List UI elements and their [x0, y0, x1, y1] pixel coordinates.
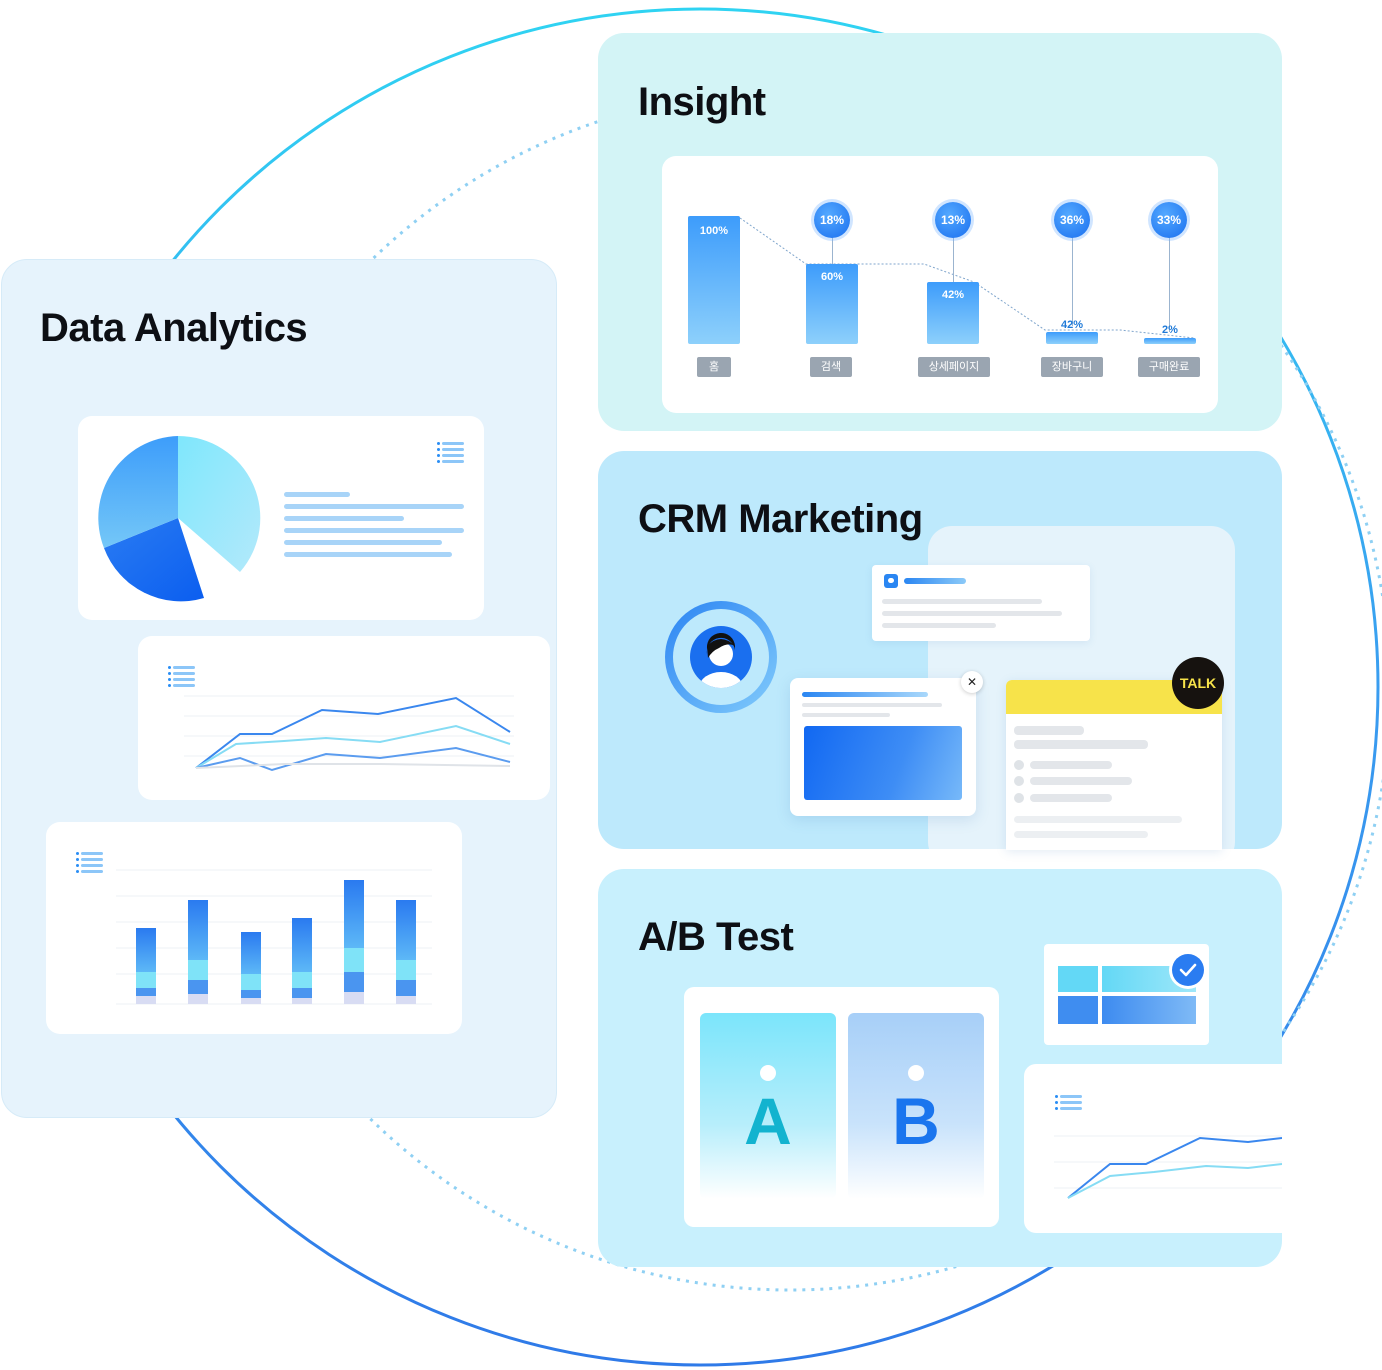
funnel-step-label: 상세페이지 — [918, 357, 990, 377]
variant-a-box[interactable]: A — [700, 1013, 836, 1199]
funnel-bar-value: 60% — [820, 271, 844, 283]
user-icon — [690, 626, 752, 688]
bar-1 — [136, 928, 156, 1004]
text-placeholder — [284, 504, 464, 509]
list-bullet — [1014, 776, 1024, 786]
text-placeholder — [284, 540, 442, 545]
text-placeholder — [882, 599, 1042, 604]
text-placeholder — [1014, 816, 1182, 823]
pie-slice-3 — [98, 436, 178, 548]
text-placeholder — [1030, 777, 1132, 785]
bar-2 — [188, 900, 208, 1004]
funnel-bar-detail — [927, 282, 979, 344]
pie-chart-card — [78, 416, 484, 620]
crm-title: CRM Marketing — [638, 497, 923, 541]
text-placeholder — [802, 692, 928, 697]
line-series-2 — [195, 724, 511, 769]
line-series-2 — [1067, 1163, 1282, 1199]
variant-a-label: A — [744, 1084, 792, 1158]
text-placeholder — [284, 528, 464, 533]
bar-3 — [241, 932, 261, 1004]
funnel-bar-value: 42% — [1060, 319, 1084, 331]
insight-title: Insight — [638, 80, 766, 124]
text-placeholder — [802, 703, 942, 707]
list-bullet — [1014, 793, 1024, 803]
ab-line-chart — [1054, 1135, 1282, 1199]
ab-variants-card: A B — [684, 987, 999, 1227]
ab-test-title: A/B Test — [638, 915, 794, 959]
data-analytics-title: Data Analytics — [40, 306, 308, 350]
check-icon — [1172, 954, 1204, 986]
funnel-conversion-badge: 33% — [1151, 202, 1187, 238]
talk-badge: TALK — [1172, 657, 1224, 709]
talk-message-card — [1006, 680, 1222, 850]
list-bullet — [1014, 760, 1024, 770]
target-icon — [649, 585, 793, 729]
funnel-bar-value: 2% — [1162, 324, 1178, 336]
funnel-step-label: 구매완료 — [1138, 357, 1200, 377]
line-series-4 — [195, 763, 511, 769]
line-series-1 — [1067, 1136, 1282, 1199]
text-placeholder — [284, 552, 452, 557]
bar-5 — [344, 880, 364, 1004]
funnel-chart-card: 100% 홈 18% 60% 검색 13% 42% 상세페이지 36% 42% … — [662, 156, 1218, 413]
funnel-step-label: 홈 — [697, 357, 731, 377]
text-placeholder — [802, 713, 890, 717]
notification-card — [872, 565, 1090, 641]
text-placeholder — [904, 578, 966, 584]
funnel-bar-value: 42% — [941, 289, 965, 301]
text-placeholder — [1014, 726, 1084, 735]
popup-banner-card — [790, 678, 976, 816]
funnel-bar-home — [688, 216, 740, 344]
funnel-bar-cart — [1046, 332, 1098, 344]
close-button[interactable]: ✕ — [961, 671, 983, 693]
bar-4 — [292, 918, 312, 1004]
pie-slice-2 — [104, 518, 204, 602]
close-icon: ✕ — [966, 675, 978, 689]
bar-chart-card — [46, 822, 462, 1034]
ab-line-chart-card — [1024, 1064, 1282, 1233]
line-series-3 — [195, 746, 511, 772]
text-placeholder — [1030, 794, 1112, 802]
text-placeholder — [1014, 740, 1148, 749]
funnel-step-label: 장바구니 — [1041, 357, 1103, 377]
variant-b-label: B — [892, 1084, 940, 1158]
text-placeholder — [284, 516, 404, 521]
text-placeholder — [1014, 831, 1148, 838]
funnel-step-label: 검색 — [810, 357, 852, 377]
funnel-conversion-badge: 13% — [935, 202, 971, 238]
pie-slice-1 — [178, 435, 261, 572]
text-placeholder — [284, 492, 350, 497]
bar-6 — [396, 900, 416, 1004]
line-chart-card — [138, 636, 550, 800]
funnel-conversion-badge: 18% — [814, 202, 850, 238]
funnel-bar-search — [806, 264, 858, 344]
funnel-conversion-badge: 36% — [1054, 202, 1090, 238]
text-placeholder — [882, 611, 1062, 616]
banner-image — [804, 726, 962, 800]
variant-b-box[interactable]: B — [848, 1013, 984, 1199]
line-chart — [184, 695, 514, 772]
text-placeholder — [1030, 761, 1112, 769]
funnel-bar-purchase — [1144, 338, 1196, 344]
line-series-1 — [195, 696, 511, 769]
pie-chart — [98, 435, 261, 602]
text-placeholder — [882, 623, 996, 628]
funnel-bar-value: 100% — [699, 225, 729, 237]
stacked-bar-chart — [116, 869, 432, 1005]
